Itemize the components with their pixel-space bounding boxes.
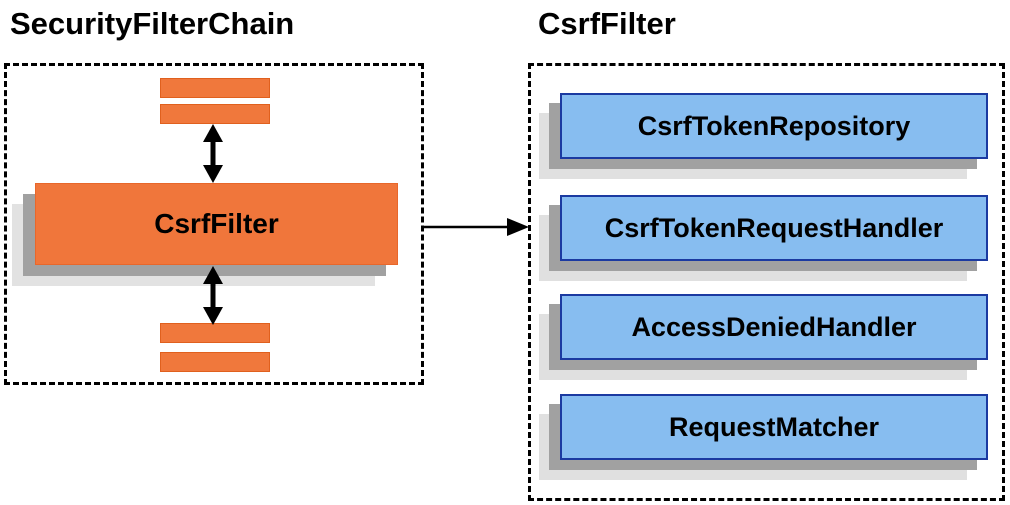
component-label: RequestMatcher xyxy=(668,411,880,442)
bidirectional-arrow-icon xyxy=(203,266,223,325)
csrf-filter-node: CsrfFilter xyxy=(35,183,398,265)
bidirectional-arrow-icon xyxy=(203,124,223,183)
component-label: CsrfTokenRepository xyxy=(637,110,911,141)
component-label: CsrfTokenRequestHandler xyxy=(604,212,944,243)
filter-placeholder-bar xyxy=(160,352,270,372)
filter-placeholder-bar xyxy=(160,78,270,98)
component-request-matcher: RequestMatcher xyxy=(560,394,988,460)
component-csrf-token-request-handler: CsrfTokenRequestHandler xyxy=(560,195,988,261)
security-filter-chain-title: SecurityFilterChain xyxy=(10,6,295,41)
filter-placeholder-bar xyxy=(160,323,270,343)
component-csrf-token-repository: CsrfTokenRepository xyxy=(560,93,988,159)
csrf-filter-components-box xyxy=(528,63,1005,501)
component-access-denied-handler: AccessDeniedHandler xyxy=(560,294,988,360)
component-label: AccessDeniedHandler xyxy=(631,311,917,342)
csrf-filter-node-label: CsrfFilter xyxy=(154,208,279,239)
right-arrow-icon xyxy=(423,218,529,236)
filter-placeholder-bar xyxy=(160,104,270,124)
security-filter-chain-box xyxy=(4,63,424,385)
csrf-filter-title: CsrfFilter xyxy=(538,6,676,41)
